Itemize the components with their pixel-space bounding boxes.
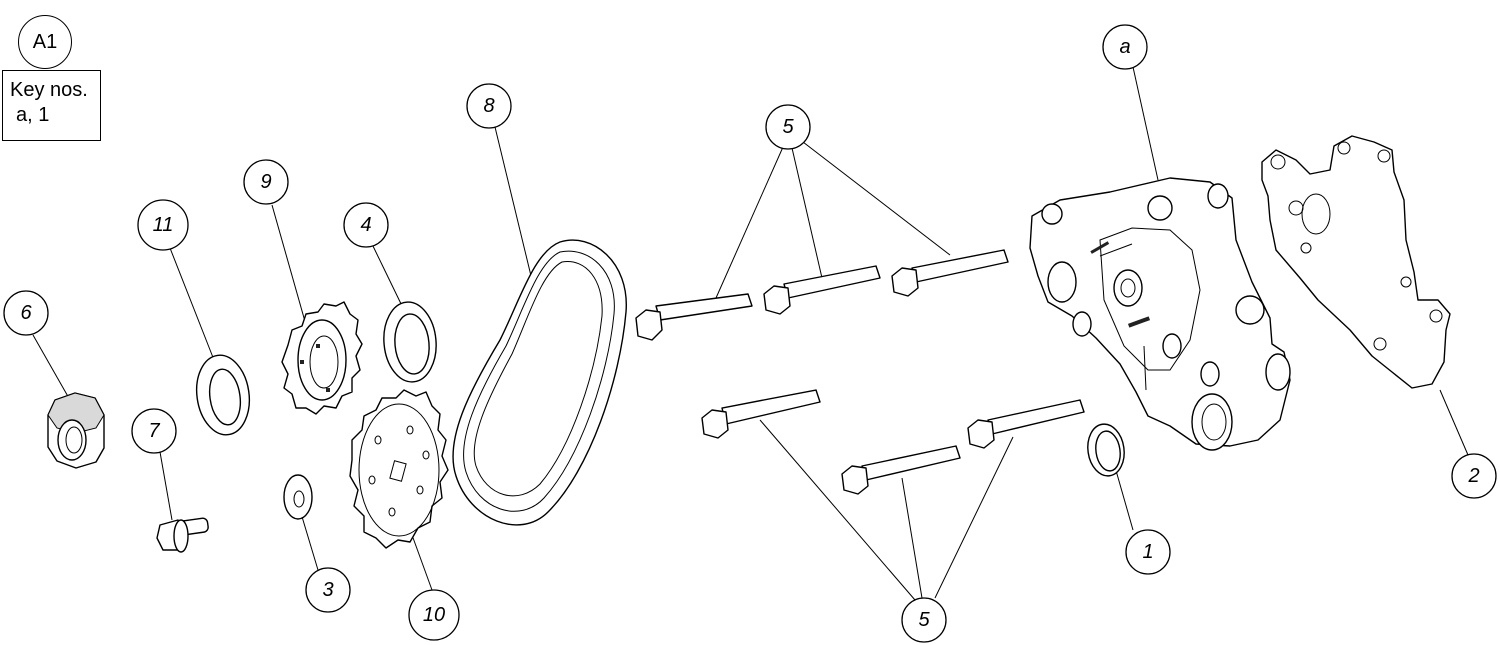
flange-bolt	[156, 517, 209, 553]
callout-a: a	[1102, 24, 1148, 70]
washer-4	[383, 301, 437, 383]
leader-5b-3	[934, 436, 1014, 599]
large-sprocket	[349, 389, 449, 549]
leader-8	[494, 126, 533, 281]
oil-pump-assembly	[1029, 177, 1291, 451]
callout-8: 8	[466, 83, 512, 129]
callout-11: 11	[137, 199, 189, 251]
callout-2: 2	[1451, 453, 1497, 499]
leader-6	[32, 334, 71, 401]
callout-3: 3	[305, 567, 351, 613]
small-sprocket	[281, 301, 363, 415]
leader-11	[169, 247, 215, 361]
callout-3-label: 3	[322, 579, 333, 601]
bolt-top-middle	[763, 265, 881, 315]
leader-3	[299, 509, 319, 571]
callout-a-label: a	[1119, 36, 1130, 58]
callout-5-top: 5	[765, 104, 811, 150]
bolt-top-right	[891, 249, 1009, 297]
callout-4: 4	[343, 202, 389, 248]
bolt-bottom-right	[967, 399, 1085, 449]
key-box-title: Key nos.	[10, 79, 88, 101]
callout-4-label: 4	[360, 214, 371, 236]
callout-1: 1	[1125, 529, 1171, 575]
group-label-badge: A1	[18, 15, 72, 69]
bolt-bottom-left	[701, 389, 821, 439]
callout-2-label: 2	[1467, 465, 1479, 487]
key-numbers-box: Key nos. a, 1	[2, 70, 101, 141]
callout-5-bottom-label: 5	[918, 609, 930, 631]
callout-6-label: 6	[20, 302, 32, 324]
callout-8-label: 8	[483, 95, 494, 117]
leader-10	[411, 534, 433, 591]
callout-5-bottom: 5	[901, 597, 947, 643]
callout-6: 6	[3, 290, 49, 336]
callout-9: 9	[243, 159, 289, 205]
bolts-bottom	[701, 389, 1085, 495]
drive-chain	[452, 239, 627, 526]
callout-1-label: 1	[1142, 541, 1153, 563]
leader-5b-2	[901, 477, 923, 599]
callout-7: 7	[131, 408, 177, 454]
large-washer	[195, 354, 251, 436]
bolt-bottom-middle	[841, 445, 961, 495]
leader-7	[159, 451, 173, 521]
small-washer	[283, 474, 313, 520]
hex-nut	[47, 392, 105, 469]
leader-5a-1	[715, 146, 784, 299]
leader-5a-2	[791, 147, 823, 279]
seal-ring	[1087, 423, 1125, 477]
bolts-top	[635, 249, 1009, 341]
callout-11-label: 11	[153, 214, 174, 236]
callout-7-label: 7	[148, 420, 160, 442]
pump-gasket	[1261, 135, 1451, 389]
bolt-top-left	[635, 293, 753, 341]
leader-2	[1439, 389, 1469, 456]
callout-5-top-label: 5	[782, 116, 794, 138]
leader-5a-3	[802, 141, 951, 256]
key-box-values: a, 1	[16, 104, 50, 126]
leader-4	[371, 243, 405, 311]
leader-lines	[32, 66, 1469, 601]
leader-5b-1	[759, 419, 916, 601]
callout-10-label: 10	[423, 604, 445, 626]
leader-9	[271, 204, 307, 326]
callout-10: 10	[408, 589, 460, 641]
leader-a	[1132, 66, 1159, 181]
callout-9-label: 9	[260, 171, 271, 193]
